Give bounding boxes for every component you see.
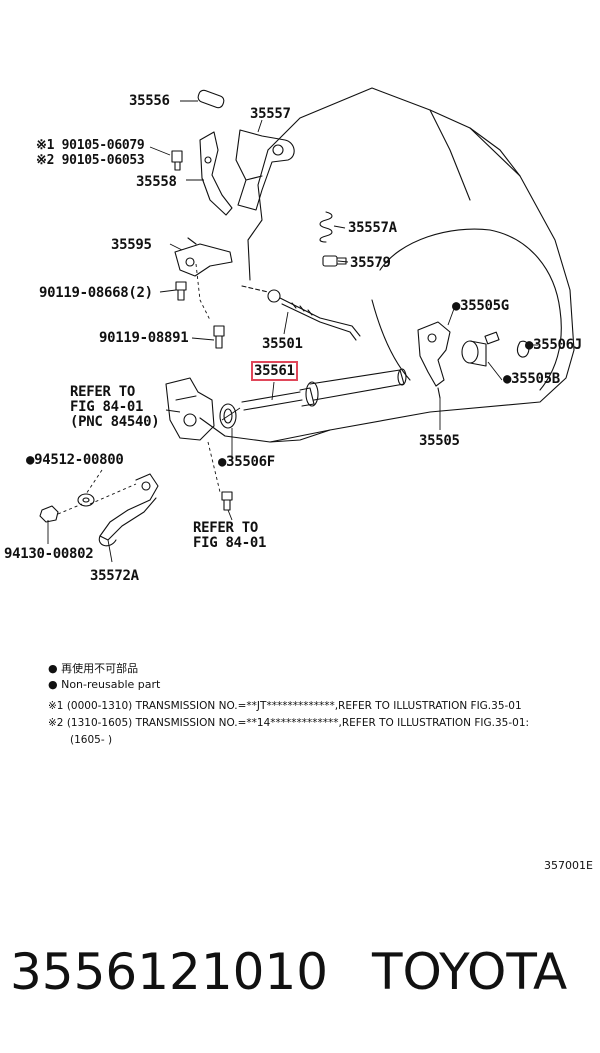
legend-line-jp: ● 再使用不可部品 xyxy=(48,662,139,675)
transmission-housing xyxy=(199,87,575,443)
lever-35572A xyxy=(98,473,159,547)
label-35557[interactable]: 35557 xyxy=(250,106,291,122)
seal-35506F xyxy=(219,403,237,429)
label-35506J[interactable]: ●35506J xyxy=(525,337,582,353)
label-35506F[interactable]: ●35506F xyxy=(218,454,275,470)
label-35572A[interactable]: 35572A xyxy=(90,568,139,584)
non-reusable-dot: ● xyxy=(26,452,35,468)
bolt-90119-08891 xyxy=(213,325,225,349)
label-35501[interactable]: 35501 xyxy=(262,336,303,352)
label-90119-08668[interactable]: 90119-08668(2) xyxy=(39,285,153,301)
clip-35506J xyxy=(517,340,530,358)
non-reusable-dot: ● xyxy=(452,298,461,314)
legend-note-2-range: (1605- ) xyxy=(70,734,113,746)
highlighted-part-number: 35561 xyxy=(251,361,298,381)
non-reusable-dot: ● xyxy=(218,454,227,470)
collar-35505B xyxy=(461,340,487,367)
label-35561[interactable]: 35561 xyxy=(251,361,298,381)
nut-94130 xyxy=(39,505,59,523)
legend-note-2: ※2 (1310-1605) TRANSMISSION NO.=**14****… xyxy=(48,717,530,729)
label-35556[interactable]: 35556 xyxy=(129,93,170,109)
bracket-35558 xyxy=(199,131,233,216)
washer-94512 xyxy=(77,493,95,507)
refer-note-a-line1: REFER TO xyxy=(70,384,136,400)
part-number-title: 3556121010 xyxy=(10,943,329,1001)
brand-name: TOYOTA xyxy=(372,943,568,1001)
switch-assembly xyxy=(165,377,215,441)
legend-note-1: ※1 (0000-1310) TRANSMISSION NO.=**JT****… xyxy=(48,700,522,712)
legend-line-en: ● Non-reusable part xyxy=(48,678,161,691)
shaft-35561 xyxy=(241,368,407,411)
refer-note-a-line3: (PNC 84540) xyxy=(70,414,160,430)
refer-note-a-line2[interactable]: FIG 84-01 xyxy=(70,399,144,415)
label-94512-00800[interactable]: ●94512-00800 xyxy=(26,452,124,468)
figure-code: 357001E xyxy=(544,859,593,872)
lever-35557 xyxy=(235,129,295,211)
label-90105-06053[interactable]: ※2 90105-06053 xyxy=(36,153,145,168)
bell-housing-curve xyxy=(379,228,562,391)
label-35595[interactable]: 35595 xyxy=(111,237,152,253)
spring-35557A xyxy=(319,211,333,243)
pin-35505G xyxy=(484,331,500,345)
bolt-lower xyxy=(221,491,233,511)
refer-note-b-line1: REFER TO xyxy=(193,520,259,536)
non-reusable-dot: ● xyxy=(503,371,512,387)
bolt-90119-08668 xyxy=(175,281,187,301)
label-90105-06079[interactable]: ※1 90105-06079 xyxy=(36,138,145,153)
label-35505B[interactable]: ●35505B xyxy=(503,371,560,387)
label-35557A[interactable]: 35557A xyxy=(348,220,397,236)
pin-35556 xyxy=(197,89,225,109)
label-35505[interactable]: 35505 xyxy=(419,433,460,449)
lever-35505 xyxy=(417,321,451,399)
label-35579[interactable]: 35579 xyxy=(350,255,391,271)
label-35558[interactable]: 35558 xyxy=(136,174,177,190)
bolt-90105 xyxy=(171,150,183,171)
non-reusable-dot: ● xyxy=(525,337,534,353)
label-90119-08891[interactable]: 90119-08891 xyxy=(99,330,189,346)
label-35505G[interactable]: ●35505G xyxy=(452,298,509,314)
refer-note-b-line2[interactable]: FIG 84-01 xyxy=(193,535,267,551)
plug-35579 xyxy=(322,255,347,267)
label-94130-00802[interactable]: 94130-00802 xyxy=(4,546,94,562)
rod-35501 xyxy=(241,285,361,341)
bracket-35595 xyxy=(174,237,233,277)
